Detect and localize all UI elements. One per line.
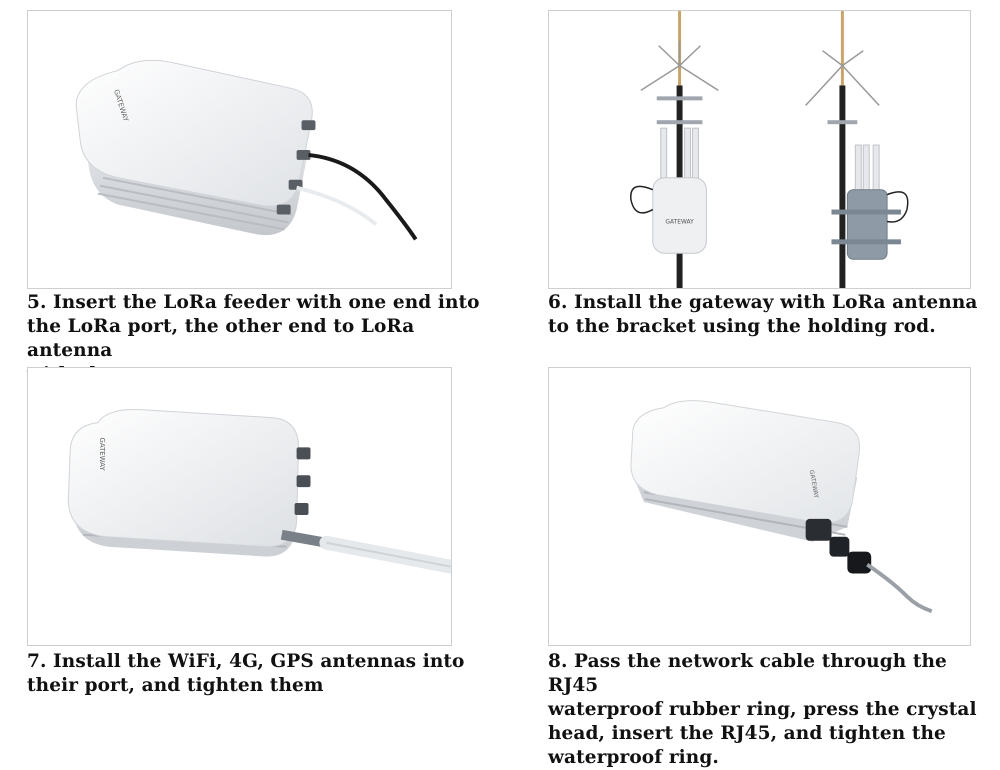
step-7-caption: 7. Install the WiFi, 4G, GPS antennas in… xyxy=(27,651,465,696)
gateway-label: GATEWAY xyxy=(98,437,106,471)
step-6-caption: 6. Install the gateway with LoRa antenna… xyxy=(548,292,978,337)
gateway-label: GATEWAY xyxy=(808,469,820,499)
step-6-photo: GATEWAY xyxy=(548,10,971,289)
step-8-caption: 8. Pass the network cable through the RJ… xyxy=(548,651,977,768)
step-5-photo: GATEWAY xyxy=(27,10,452,289)
step-7-photo: GATEWAY xyxy=(27,367,452,646)
gateway-lora-feeder-image: GATEWAY xyxy=(75,59,418,241)
gateway-pole-mount-image: GATEWAY xyxy=(630,11,909,288)
gateway-rj45-waterproof-image: GATEWAY xyxy=(630,400,933,614)
step-8-photo: GATEWAY xyxy=(548,367,971,646)
gateway-label: GATEWAY xyxy=(665,218,694,225)
gateway-antenna-install-image: GATEWAY xyxy=(67,408,451,574)
